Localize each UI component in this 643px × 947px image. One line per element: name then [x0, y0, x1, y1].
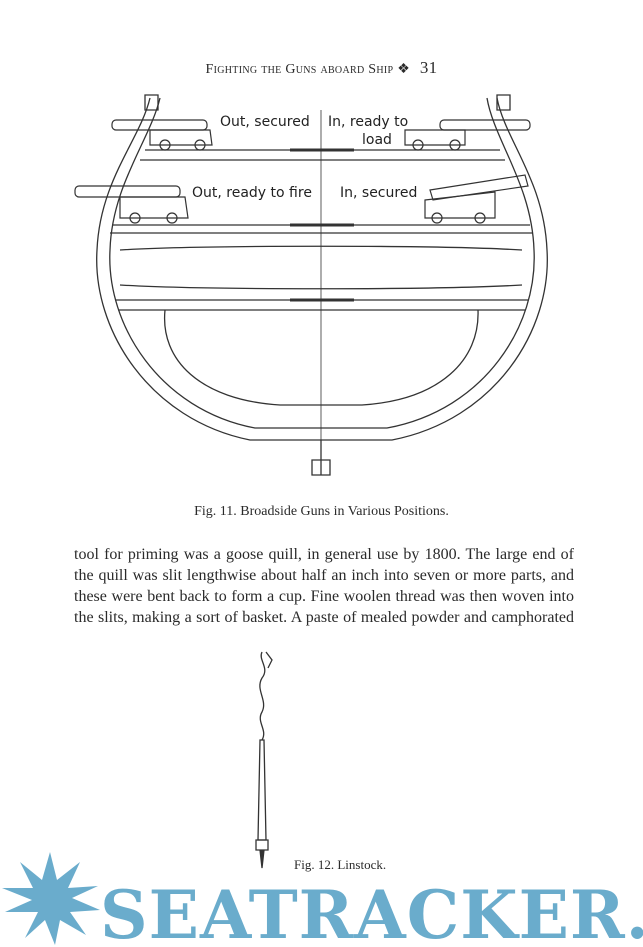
cannon-in-ready-to-load	[404, 119, 531, 151]
running-head-title: Fighting the Guns aboard Ship	[205, 62, 394, 77]
figure-11-caption: Fig. 11. Broadside Guns in Various Posit…	[194, 504, 449, 519]
body-line: the quill was slit lengthwise about half…	[74, 567, 574, 584]
cannon-out-ready-to-fire	[74, 185, 189, 224]
body-text: tool for priming was a goose quill, in g…	[74, 544, 574, 628]
figure-12-caption: Fig. 12. Linstock.	[294, 857, 387, 872]
body-line: tool for priming was a goose quill, in g…	[74, 546, 574, 563]
label-in-ready-to-load: In, ready to	[328, 114, 408, 130]
page-number: 31	[419, 58, 438, 77]
body-line: the slits, making a sort of basket. A pa…	[74, 609, 574, 626]
figure-12-linstock	[255, 651, 273, 869]
cannons	[74, 119, 531, 224]
cannon-out-secured	[111, 119, 213, 151]
watermark: SEATRACKER.RU	[2, 852, 643, 947]
sun-icon	[2, 852, 100, 945]
hull-drawing	[96, 94, 548, 476]
running-head: Fighting the Guns aboard Ship ❖ 31	[0, 58, 643, 78]
label-in-secured: In, secured	[340, 185, 417, 201]
label-out-secured: Out, secured	[220, 114, 310, 130]
watermark-text: SEATRACKER.RU	[100, 876, 643, 947]
cannon-in-secured	[424, 174, 529, 224]
ornament-icon: ❖	[397, 62, 414, 77]
label-out-ready-to-fire: Out, ready to fire	[192, 185, 312, 201]
body-line: these were bent back to form a cup. Fine…	[74, 588, 574, 605]
label-in-ready-to-load-2: load	[362, 132, 392, 148]
